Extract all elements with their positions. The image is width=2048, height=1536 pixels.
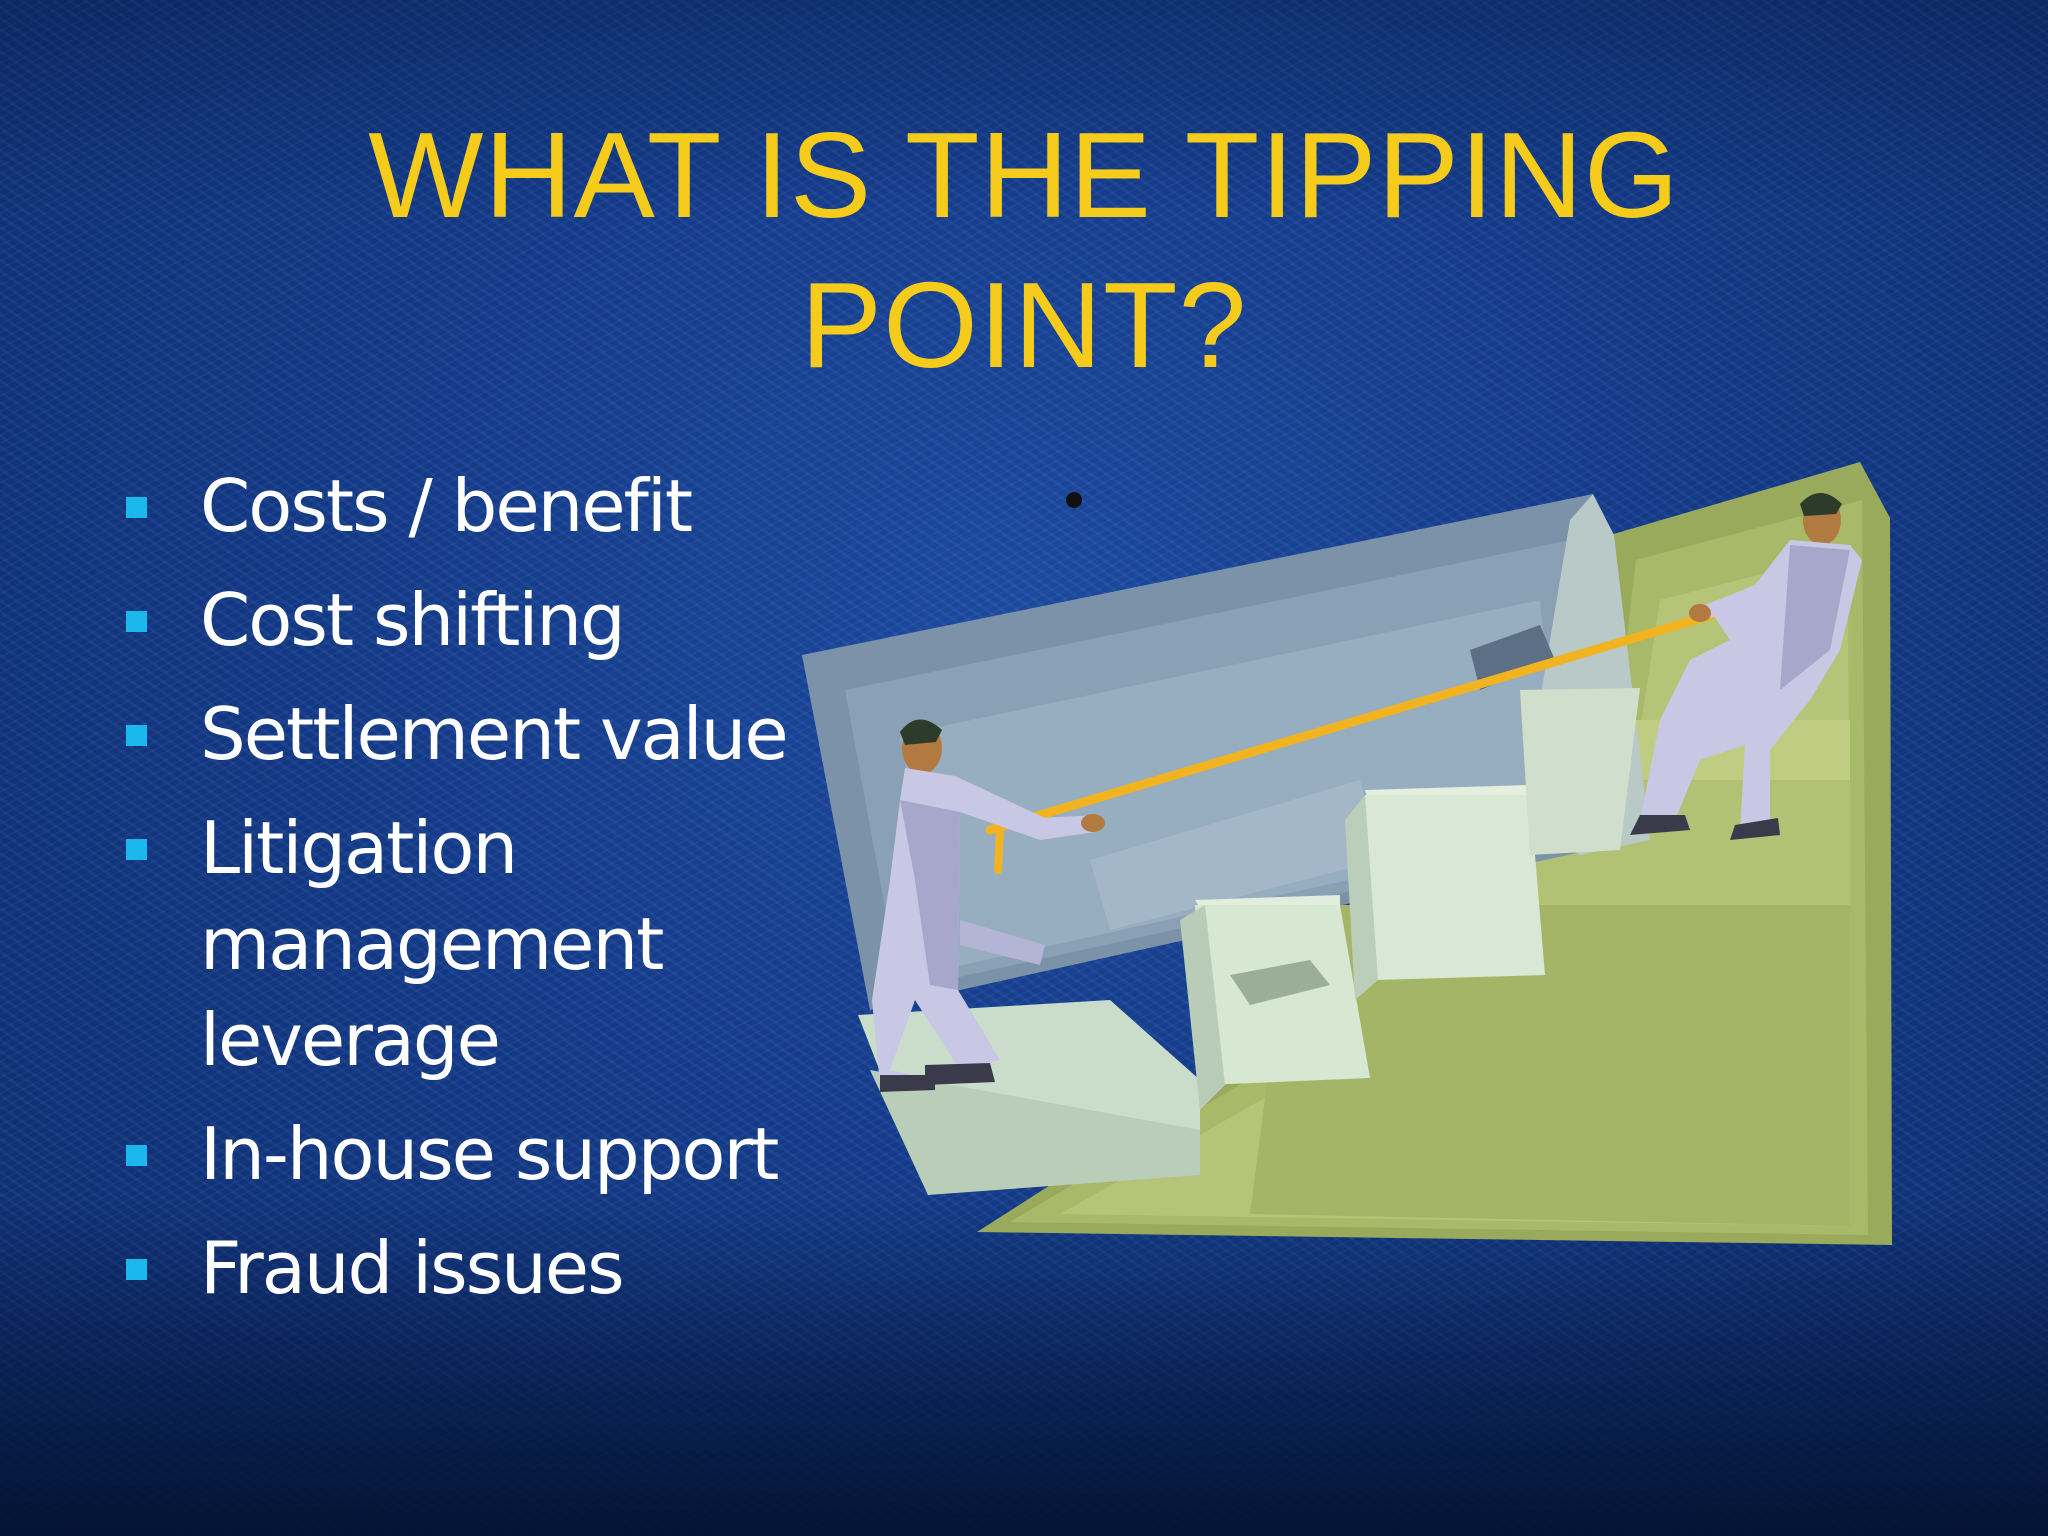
bullet-item: Litigation management leverage [120,800,940,1088]
slide-title-line-1: WHAT IS THE TIPPING [368,107,1680,243]
step-block-2-side [1345,795,1378,1000]
bullet-item: Costs / benefit [120,458,940,554]
floor-shadow-figure [1230,960,1330,1005]
square-bullet-icon [126,839,147,860]
step-block-3 [1520,688,1640,855]
ground-step-1 [1250,905,1850,1226]
stray-dot [1066,492,1082,508]
bullet-label: Settlement value [200,692,789,776]
bullet-label: In-house support [200,1112,779,1196]
bullet-item: In-house support [120,1106,940,1202]
bullet-label: Litigation management leverage [200,806,664,1082]
right-person [1630,493,1862,840]
square-bullet-icon [126,497,147,518]
square-bullet-icon [126,1145,147,1166]
back-wall-band-inner [900,600,1555,970]
square-bullet-icon [126,611,147,632]
slide-title-line-2: POINT? [800,257,1248,393]
back-wall-shadow [1090,780,1380,930]
bullet-label: Cost shifting [200,578,626,662]
square-bullet-icon [126,1259,147,1280]
slide-title: WHAT IS THE TIPPING POINT? [0,100,2048,400]
bullet-list: Costs / benefit Cost shifting Settlement… [120,458,940,1334]
bullet-label: Costs / benefit [200,464,693,548]
bullet-label: Fraud issues [200,1226,625,1310]
rope [985,603,1740,835]
bullet-item: Cost shifting [120,572,940,668]
step-block-2 [1365,795,1545,980]
bullet-item: Fraud issues [120,1220,940,1316]
bullet-item: Settlement value [120,686,940,782]
rope-tail-left [994,826,1004,874]
wall-shadow-figure [1470,625,1555,690]
square-bullet-icon [126,725,147,746]
left-person [872,719,1105,1092]
pale-floor-front [870,1070,1200,1195]
step-block-1-side [1180,905,1225,1110]
